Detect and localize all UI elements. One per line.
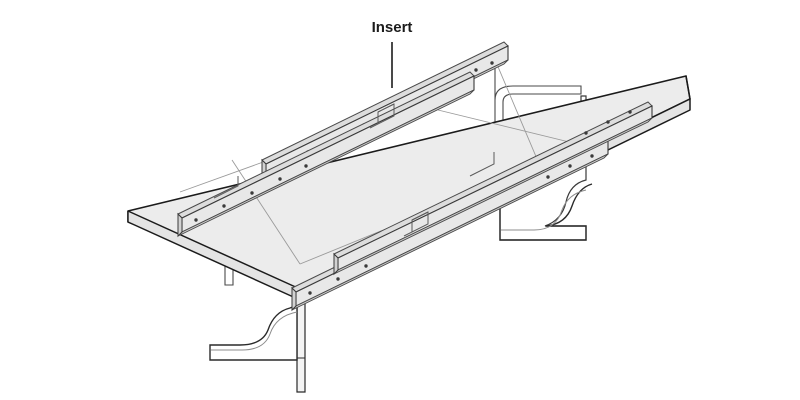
leg-left-foot-fillet	[211, 311, 298, 351]
rail-joint-mark-left	[213, 176, 239, 199]
rail-lower-front-splice-edge	[411, 211, 429, 221]
rail-upper-front-end-cap	[177, 212, 183, 238]
table-top-front-edge	[127, 98, 691, 301]
construction-line-right-cross	[495, 61, 541, 167]
rail-lower-rear-end-cap	[291, 286, 297, 312]
leg-right-foot-fillet	[501, 189, 587, 231]
rail-joint-marks	[213, 152, 495, 199]
table-top-right-corner-edge	[685, 75, 691, 100]
leg-right-foot-outline	[499, 168, 593, 241]
rail-lower-front-end-cap	[333, 252, 339, 276]
leg-right-upper-arm	[494, 62, 582, 141]
rail-lower-rear-perforations	[308, 154, 594, 295]
callout-label-insert: Insert	[372, 19, 413, 36]
callout-insert: Insert	[372, 19, 413, 88]
rail-lower-front	[333, 101, 653, 276]
construction-line-left-cross	[231, 159, 301, 265]
rail-upper-front	[177, 71, 475, 238]
leg-left-vertical-post	[296, 299, 306, 393]
rail-upper-front-splice-edge	[377, 103, 395, 113]
rail-lower-front-perforations	[584, 110, 632, 135]
rail-upper-front-perforations	[194, 164, 308, 222]
leg-left-foot	[209, 303, 298, 361]
rail-joint-mark-right	[469, 152, 495, 177]
